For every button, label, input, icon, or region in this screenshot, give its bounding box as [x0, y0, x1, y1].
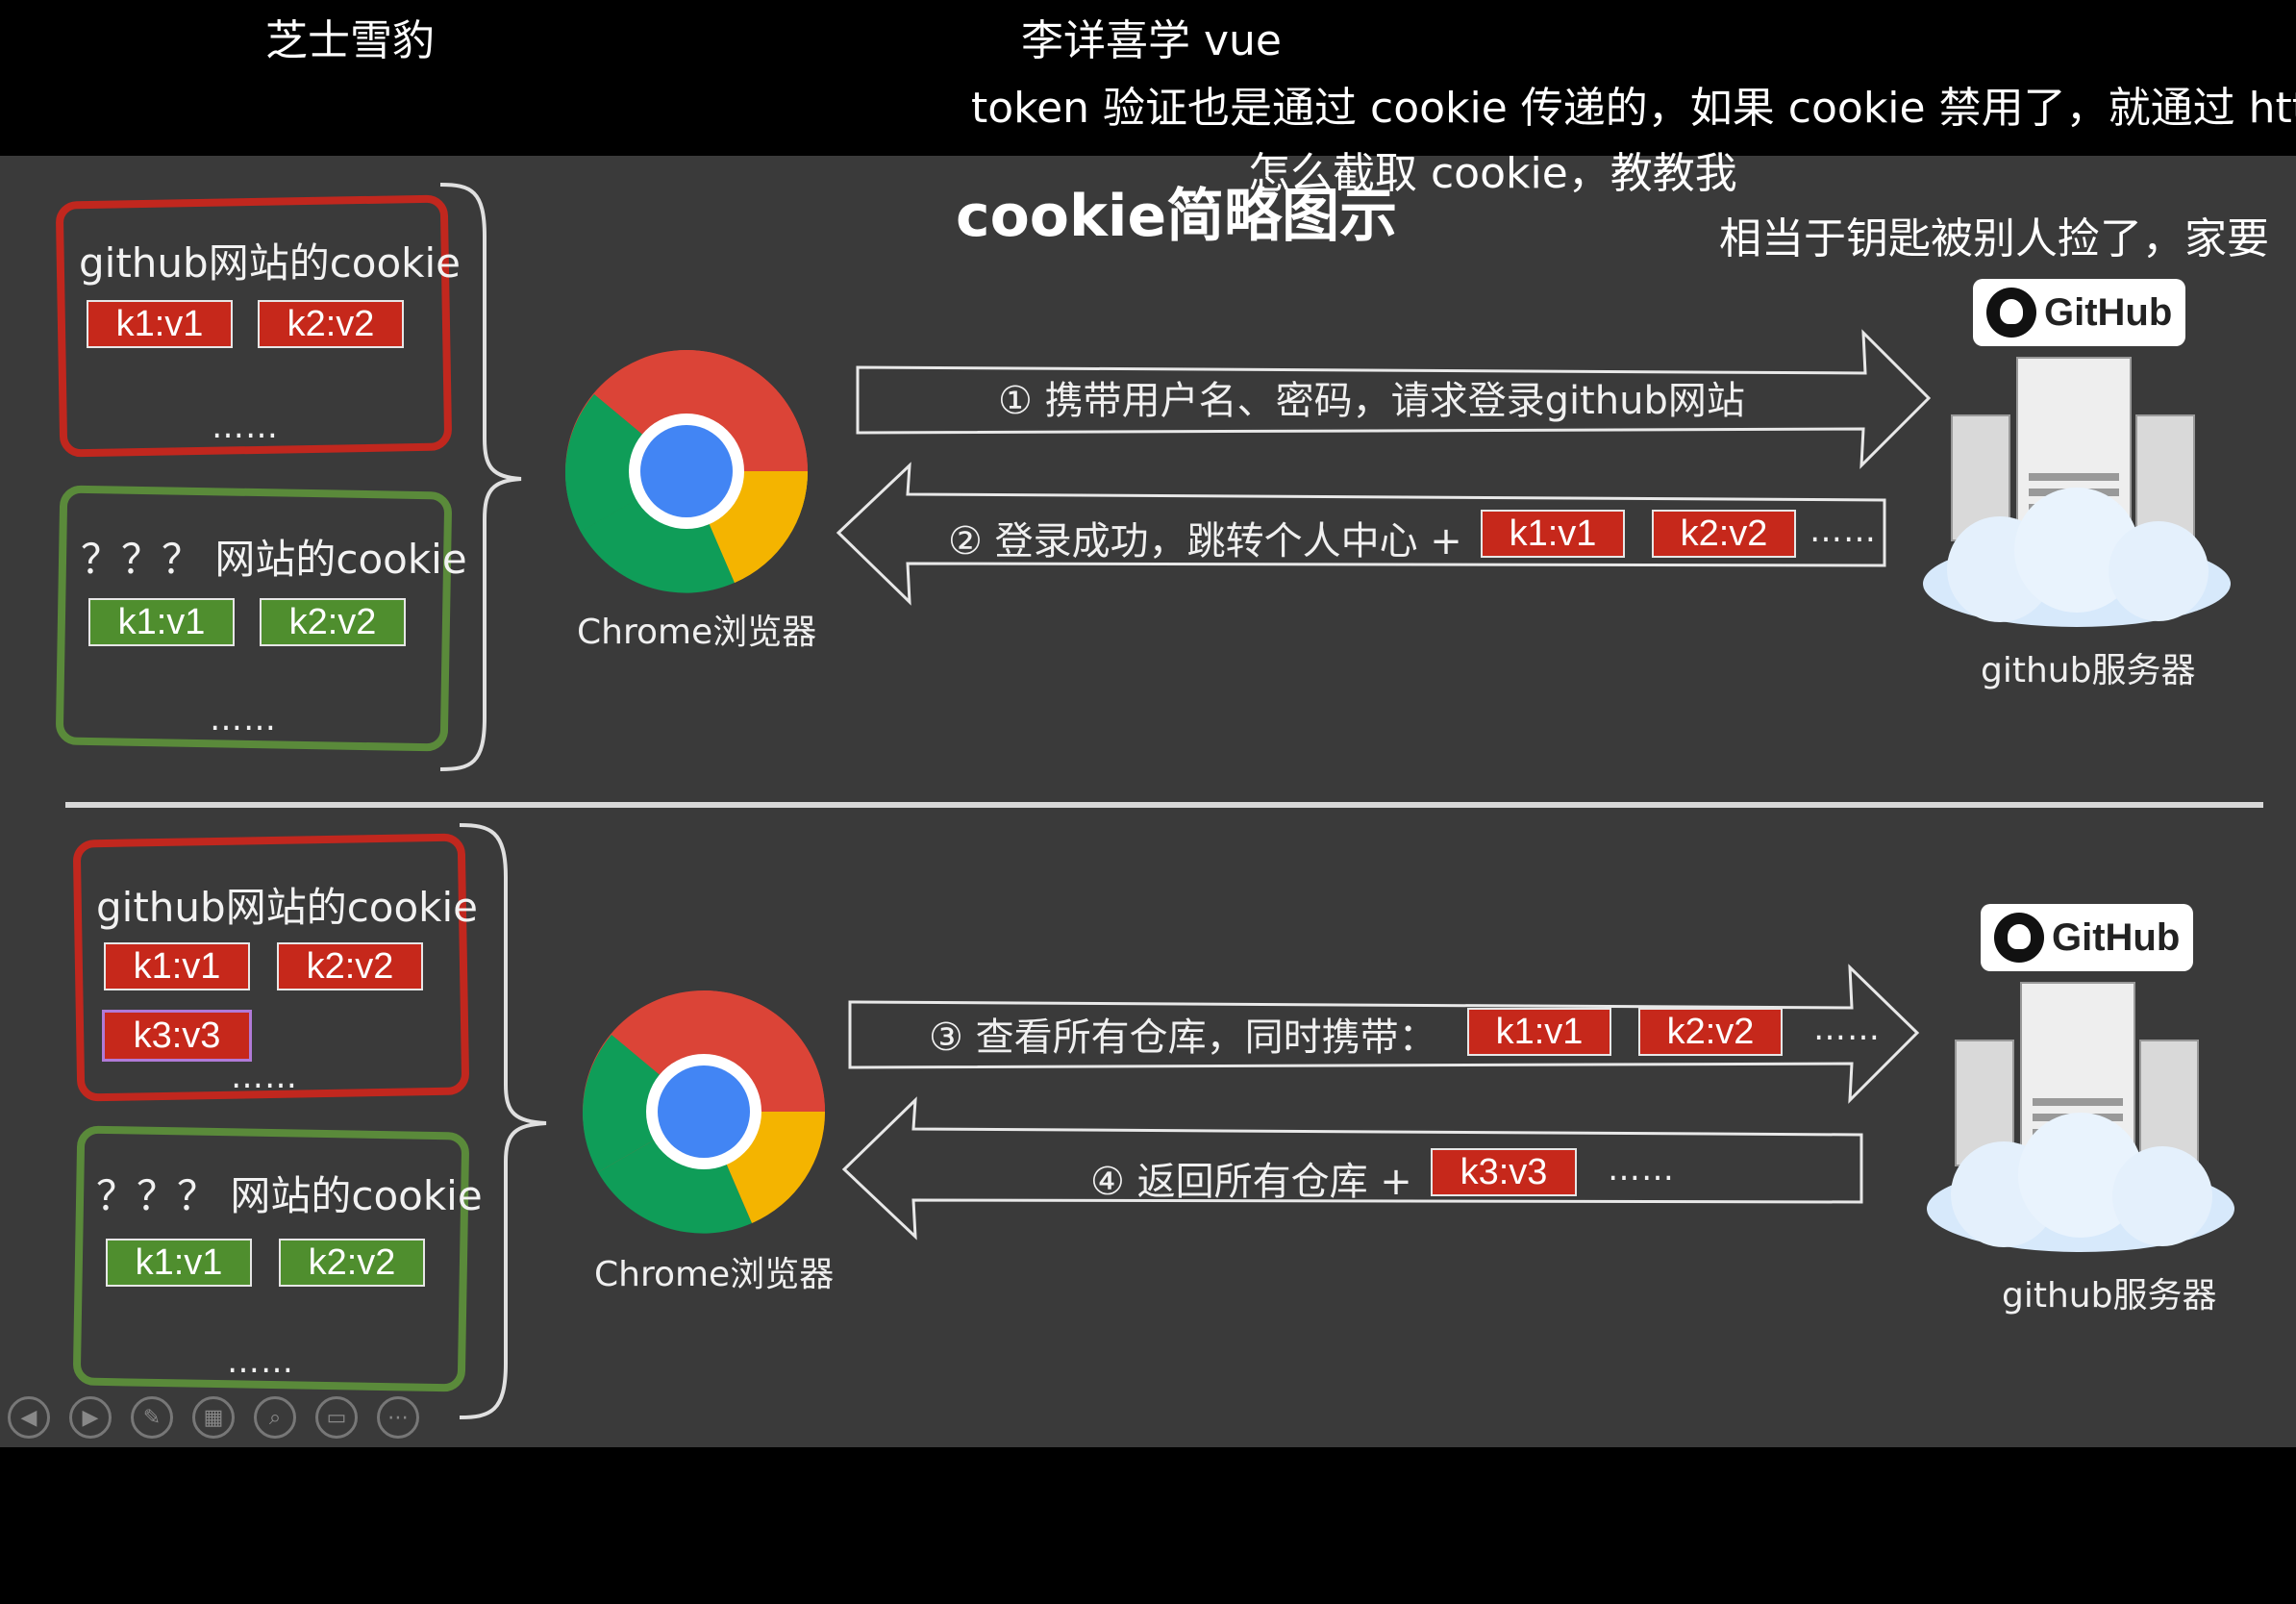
- brace-icon: [459, 823, 547, 1419]
- subtitle-icon[interactable]: ▭: [315, 1396, 358, 1439]
- danmaku-comment: 相当于钥匙被别人捡了，家要: [1719, 214, 2269, 263]
- response-arrow: [836, 462, 1886, 606]
- cookie-tag: k3:v3: [1431, 1148, 1577, 1196]
- more-dots: ……: [1813, 1010, 1881, 1048]
- github-badge-text: GitHub: [2052, 915, 2181, 959]
- cookie-tag: k1:v1: [1481, 510, 1625, 558]
- next-icon[interactable]: ▶: [69, 1396, 112, 1439]
- github-badge-text: GitHub: [2044, 290, 2173, 334]
- danmaku-comment: 李详喜学 vue: [1021, 16, 1282, 65]
- cookie-tag: k1:v1: [1467, 1008, 1611, 1056]
- video-top-bar: [0, 0, 2296, 156]
- danmaku-comment: token 验证也是通过 cookie 传递的，如果 cookie 禁用了，就通…: [971, 84, 2296, 133]
- server-label: github服务器: [1981, 651, 2196, 690]
- section-divider: [65, 802, 2263, 808]
- cookie-tag: k2:v2: [258, 300, 404, 348]
- request-arrow: [856, 329, 1932, 469]
- cookie-tag: k2:v2: [1652, 510, 1796, 558]
- cookie-tag: k2:v2: [260, 598, 406, 646]
- jar-title: ？？？ 网站的cookie: [81, 536, 467, 583]
- video-bottom-bar: [0, 1447, 2296, 1604]
- github-logo-icon: [1986, 288, 2036, 338]
- github-badge: GitHub: [1973, 279, 2186, 346]
- jar-title: github网站的cookie: [96, 884, 479, 931]
- more-dots: ……: [1608, 1150, 1675, 1189]
- slides-icon[interactable]: ▦: [192, 1396, 235, 1439]
- brace-icon: [439, 183, 522, 771]
- request-arrow-text: ③ 查看所有仓库，同时携带：: [929, 1015, 1437, 1060]
- response-arrow: [841, 1096, 1863, 1241]
- more-dots: ……: [227, 1342, 294, 1381]
- response-arrow-text: ④ 返回所有仓库 +: [1090, 1160, 1412, 1204]
- jar-title: ？？？ 网站的cookie: [96, 1172, 483, 1219]
- browser-label: Chrome浏览器: [594, 1255, 835, 1294]
- danmaku-comment: 芝士雪豹: [265, 16, 435, 65]
- cookie-tag: k1:v1: [87, 300, 233, 348]
- response-arrow-text: ② 登录成功，跳转个人中心 +: [948, 519, 1462, 564]
- more-dots: ……: [1809, 512, 1877, 550]
- zoom-icon[interactable]: ⌕: [254, 1396, 296, 1439]
- browser-label: Chrome浏览器: [577, 613, 817, 652]
- request-arrow-text: ① 携带用户名、密码，请求登录github网站: [998, 379, 1745, 423]
- cookie-tag: k1:v1: [104, 942, 250, 990]
- request-arrow: [848, 964, 1920, 1104]
- prev-icon[interactable]: ◀: [8, 1396, 50, 1439]
- cookie-tag: k2:v2: [277, 942, 423, 990]
- more-dots: ……: [231, 1058, 298, 1096]
- jar-title: github网站的cookie: [79, 239, 462, 287]
- more-icon[interactable]: ⋯: [377, 1396, 419, 1439]
- server-cloud-icon: [1927, 982, 2234, 1252]
- github-badge: GitHub: [1981, 904, 2194, 971]
- chrome-logo-icon: [583, 990, 826, 1234]
- cookie-tag-new: k3:v3: [102, 1010, 252, 1062]
- cookie-tag: k2:v2: [279, 1239, 425, 1287]
- server-cloud-icon: [1923, 357, 2231, 627]
- chrome-logo-icon: [565, 350, 809, 593]
- more-dots: ……: [210, 700, 277, 739]
- presentation-toolbar: ◀ ▶ ✎ ▦ ⌕ ▭ ⋯: [8, 1396, 419, 1439]
- more-dots: ……: [212, 408, 279, 446]
- slide-title: cookie简略图示: [956, 183, 1398, 250]
- cookie-tag: k1:v1: [88, 598, 235, 646]
- server-label: github服务器: [2002, 1276, 2217, 1316]
- pen-icon[interactable]: ✎: [131, 1396, 173, 1439]
- cookie-tag: k1:v1: [106, 1239, 252, 1287]
- danmaku-comment: 怎么截取 cookie，教教我: [1248, 149, 1737, 198]
- github-logo-icon: [1994, 913, 2044, 963]
- cookie-tag: k2:v2: [1638, 1008, 1783, 1056]
